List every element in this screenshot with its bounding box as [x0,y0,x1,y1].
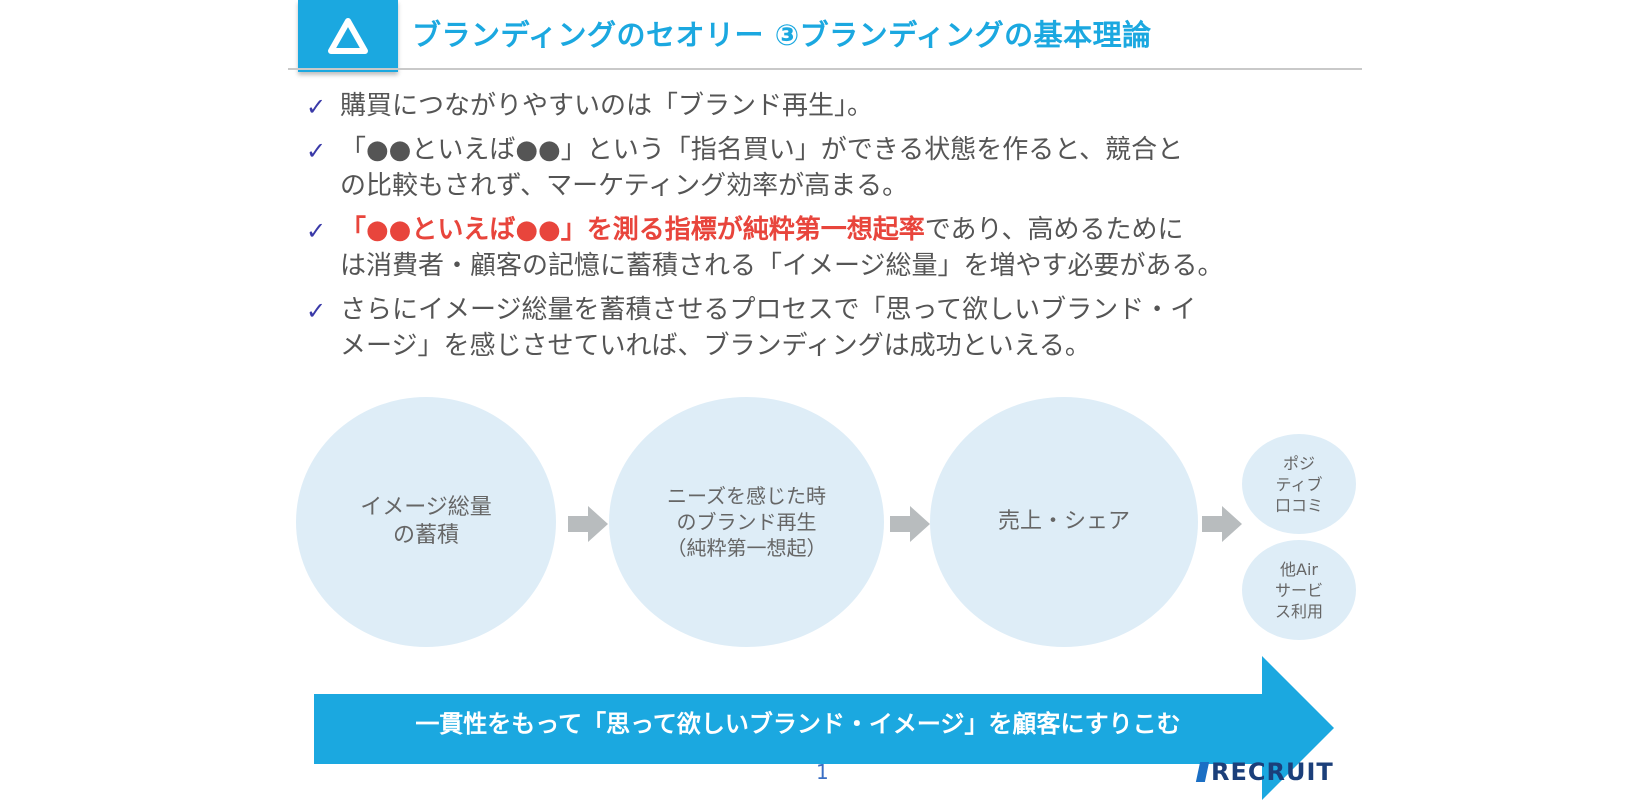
right-arrow-icon [890,506,930,542]
check-icon: ✓ [306,217,327,245]
right-arrow-icon [568,506,608,542]
bullet-highlight: 「●●といえば●●」を測る指標が純粋第一想起率 [340,215,925,245]
logo-badge [298,0,398,72]
brand-logo: RECRUIT [1195,758,1334,786]
bullet-text-rest: であり、高めるために は消費者・顧客の記憶に蓄積される「イメージ総量」を増やす必… [340,215,1224,281]
flow-step-brand-recall: ニーズを感じた時 のブランド再生 （純粋第一想起） [609,397,884,647]
flow-step-image-accumulation: イメージ総量 の蓄積 [296,397,556,647]
bullet-text: 購買につながりやすいのは「ブランド再生」。 [340,91,874,121]
header-divider [288,68,1362,70]
bullet-item: ✓ 「●●といえば●●」という「指名買い」ができる状態を作ると、競合と の比較も… [306,132,1366,204]
banner-text: 一貫性をもって「思って欲しいブランド・イメージ」を顧客にすりこむ [415,710,1181,738]
bullet-text: さらにイメージ総量を蓄積させるプロセスで「思って欲しいブランド・イ メージ」を感… [340,295,1197,361]
footer-dots-divider [288,788,1362,798]
bullet-text: 「●●といえば●●」を測る指標が純粋第一想起率であり、高めるために は消費者・顧… [340,212,1366,284]
check-icon: ✓ [306,137,327,165]
check-icon: ✓ [306,93,327,121]
flow-step-sales-share: 売上・シェア [930,397,1198,647]
bullet-item: ✓ さらにイメージ総量を蓄積させるプロセスで「思って欲しいブランド・イ メージ」… [306,292,1366,364]
right-arrow-icon [1202,506,1242,542]
brand-name: RECRUIT [1211,758,1334,786]
recruit-mark-icon [1195,762,1210,782]
page-title: ブランディングのセオリー ③ブランディングの基本理論 [412,18,1152,52]
bullet-item: ✓ 「●●といえば●●」を測る指標が純粋第一想起率であり、高めるために は消費者… [306,212,1366,284]
page-number: 1 [816,760,829,784]
bullet-item: ✓ 購買につながりやすいのは「ブランド再生」。 [306,88,1366,124]
bullet-list: ✓ 購買につながりやすいのは「ブランド再生」。 ✓ 「●●といえば●●」という「… [306,88,1366,372]
bullet-text: 「●●といえば●●」という「指名買い」ができる状態を作ると、競合と の比較もされ… [340,135,1184,201]
flow-outcome-positive-reviews: ポジ ティブ 口コミ [1242,434,1356,534]
flow-outcome-other-services: 他Air サービ ス利用 [1242,540,1356,640]
triangle-logo-icon [328,18,368,54]
check-icon: ✓ [306,297,327,325]
banner-arrow [314,656,1334,800]
